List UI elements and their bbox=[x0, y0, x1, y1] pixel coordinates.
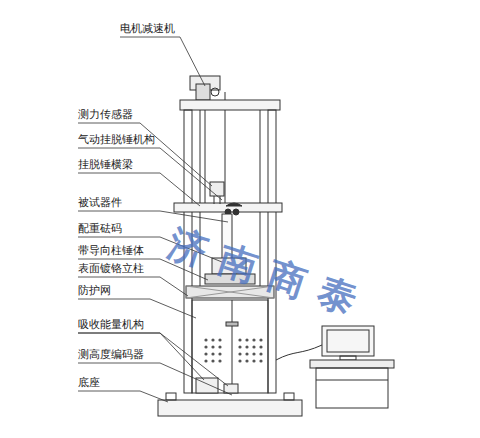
part-label: 挂脱锤横梁 bbox=[78, 158, 133, 171]
leader-line bbox=[78, 211, 228, 222]
part-label: 底座 bbox=[78, 376, 100, 389]
leader-line bbox=[78, 148, 222, 200]
part-label: 表面镀铬立柱 bbox=[78, 262, 144, 275]
leader-line bbox=[120, 37, 205, 86]
leader-line bbox=[78, 277, 188, 296]
leader-line bbox=[78, 333, 228, 386]
leader-line bbox=[78, 363, 232, 395]
part-label: 配重砝码 bbox=[78, 222, 122, 235]
part-label: 测力传感器 bbox=[78, 108, 133, 121]
part-label: 电机减速机 bbox=[120, 22, 175, 35]
leader-line bbox=[78, 299, 196, 318]
part-label: 测高度编码器 bbox=[78, 348, 144, 361]
watermark: 济南商泰 bbox=[162, 218, 376, 331]
part-label: 防护网 bbox=[78, 284, 111, 297]
leader-line bbox=[78, 391, 168, 402]
part-label: 带导向柱锤体 bbox=[78, 244, 144, 257]
leader-line bbox=[78, 333, 204, 380]
part-label: 气动挂脱锤机构 bbox=[78, 133, 155, 146]
part-label: 吸收能量机构 bbox=[78, 318, 144, 331]
part-label: 被试器件 bbox=[78, 196, 122, 209]
leader-line bbox=[78, 123, 212, 186]
